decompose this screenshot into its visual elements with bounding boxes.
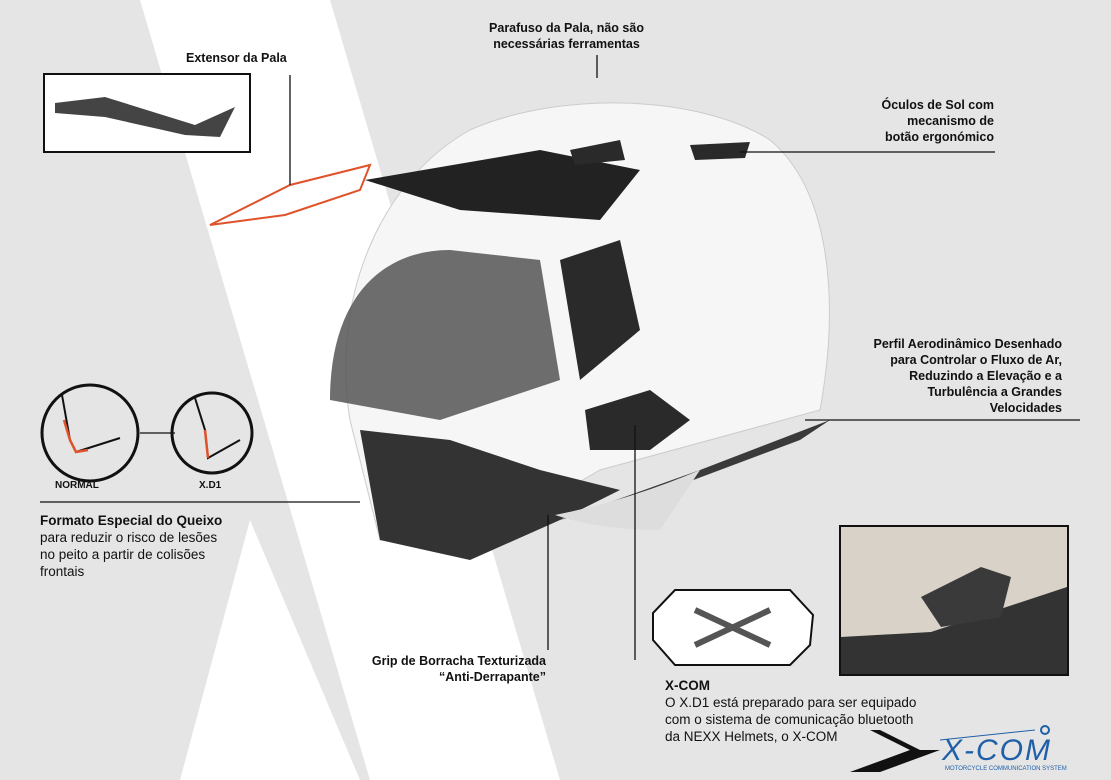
label-grip: Grip de Borracha Texturizada “Anti-Derrap… (320, 653, 546, 685)
text-line: frontais (40, 564, 85, 579)
chin-comparison-icons (40, 383, 254, 483)
xcom-title: X-COM (665, 678, 710, 693)
text-line: Turbulência a Grandes (927, 385, 1062, 399)
text-line: no peito a partir de colisões (40, 547, 206, 562)
chin-title: Formato Especial do Queixo (40, 513, 223, 528)
label-aerodynamic: Perfil Aerodinâmico Desenhado para Contro… (800, 336, 1062, 416)
text-line: para Controlar o Fluxo de Ar, (890, 353, 1062, 367)
text-line: com o sistema de comunicação bluetooth (665, 712, 914, 727)
text-line: necessárias ferramentas (493, 37, 640, 51)
label-visor-extender: Extensor da Pala (186, 51, 287, 65)
logo-tagline: MOTORCYCLE COMMUNICATION SYSTEM (945, 766, 1067, 772)
text-line: Reduzindo a Elevação e a (909, 369, 1062, 383)
text-line: mecanismo de (907, 114, 994, 128)
label-chin-shape: Formato Especial do Queixo para reduzir o… (40, 512, 222, 580)
text-line: “Anti-Derrapante” (439, 670, 546, 684)
label-normal: NORMAL (55, 480, 99, 491)
text-line: botão ergonómico (884, 130, 994, 144)
label-xd1: X.D1 (199, 480, 222, 491)
xcom-logo: X-COM MOTORCYCLE COMMUNICATION SYSTEM (850, 720, 1070, 775)
text-line: da NEXX Helmets, o X-COM (665, 729, 838, 744)
text-line: Óculos de Sol com (881, 98, 994, 112)
label-visor-screw: Parafuso da Pala, não são necessárias fer… (470, 20, 663, 52)
xcom-device-drawing (650, 585, 815, 667)
text-line: para reduzir o risco de lesões (40, 530, 218, 545)
text-line: Perfil Aerodinâmico Desenhado (873, 337, 1062, 351)
text-line: O X.D1 está preparado para ser equipado (665, 695, 917, 710)
xcom-photo-inset (839, 525, 1069, 676)
label-sunglasses: Óculos de Sol com mecanismo de botão ergon… (780, 97, 994, 145)
text-line: Grip de Borracha Texturizada (371, 654, 546, 668)
text-line: Parafuso da Pala, não são (489, 21, 644, 35)
label-xcom: X-COM O X.D1 está preparado para ser equi… (665, 677, 916, 745)
text-line: Velocidades (989, 401, 1062, 415)
visor-extender-inset (43, 73, 251, 153)
logo-text: X-COM (942, 734, 1052, 767)
